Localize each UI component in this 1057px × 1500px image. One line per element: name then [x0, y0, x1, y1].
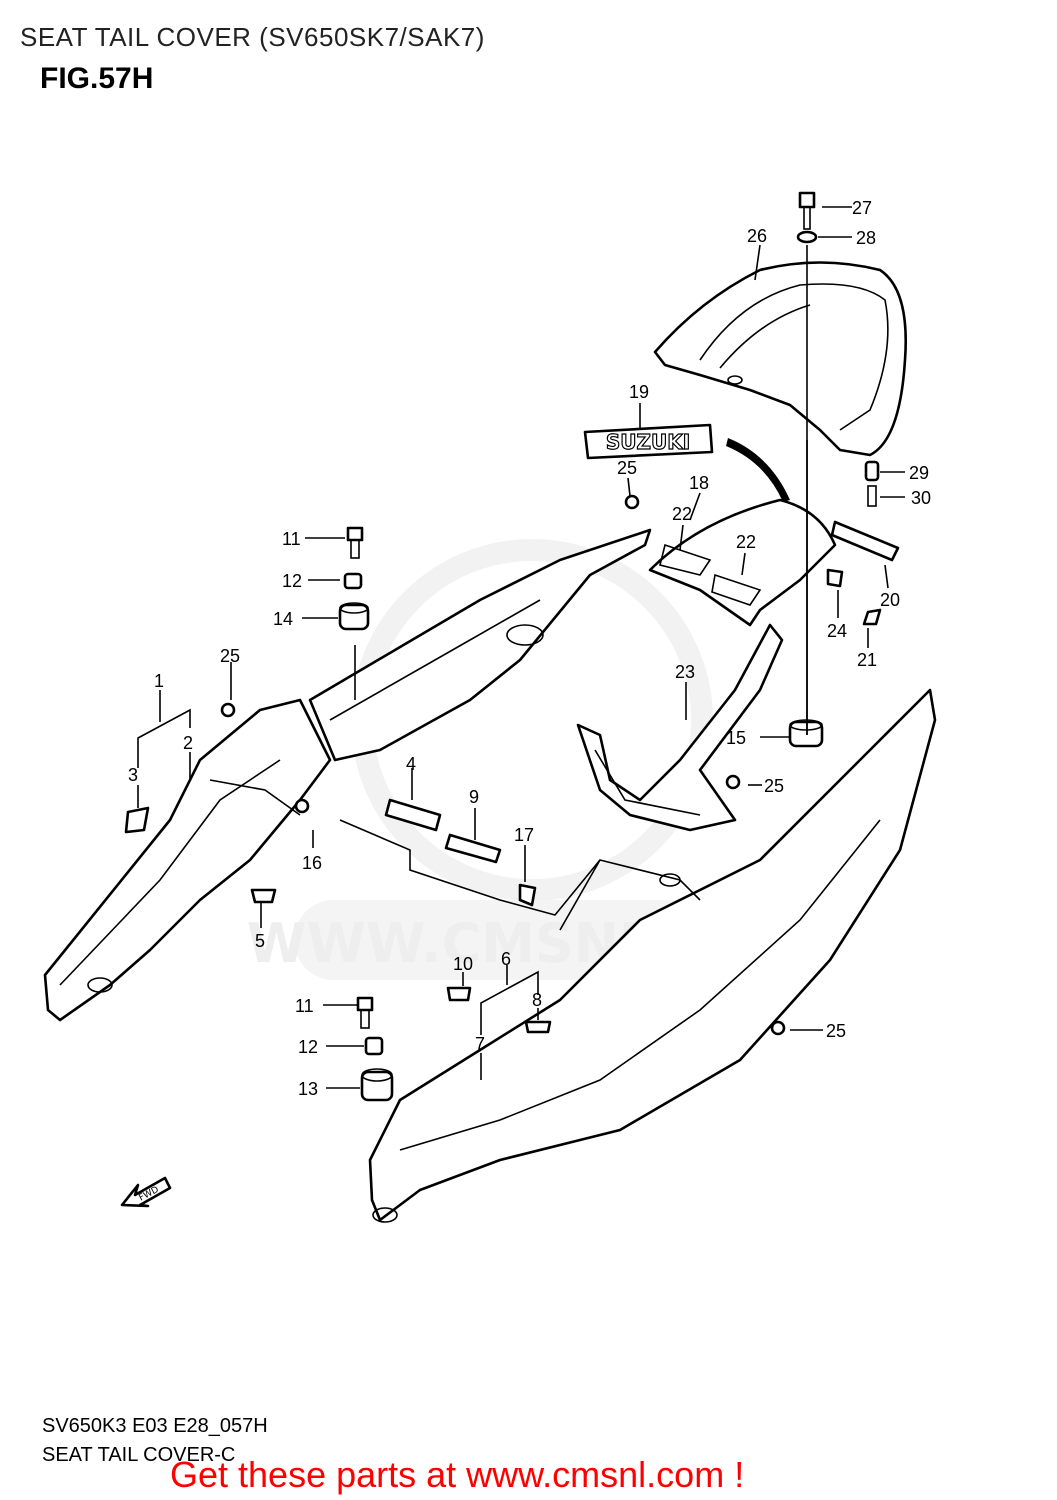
seat-center-cover-part [648, 498, 837, 627]
callout-4: 4 [406, 754, 416, 774]
grab-rail-part [653, 261, 907, 457]
callout-20: 20 [880, 590, 900, 610]
callout-24: 24 [827, 621, 847, 641]
diagram-name: SEAT TAIL COVER-C [42, 1444, 236, 1466]
callout-7: 7 [475, 1034, 485, 1054]
callout-25-b: 25 [220, 646, 240, 666]
diagram-code: SV650K3 E03 E28_057H [42, 1415, 268, 1437]
callout-11-b: 11 [295, 996, 314, 1016]
callout-16: 16 [302, 853, 322, 873]
callout-22-a: 22 [672, 504, 692, 524]
callout-6: 6 [501, 949, 511, 969]
leader-lines [137, 206, 905, 1089]
callout-21: 21 [857, 650, 877, 670]
callout-30: 30 [911, 488, 931, 508]
suzuki-emblem-part: SUZUKI [583, 423, 714, 460]
callout-25-d: 25 [826, 1021, 846, 1041]
suzuki-logo-text: SUZUKI [606, 430, 690, 454]
callout-27: 27 [852, 198, 872, 218]
hardware-parts [124, 191, 900, 1102]
callout-8: 8 [532, 990, 542, 1010]
callout-25-c: 25 [764, 776, 784, 796]
callout-25-a: 25 [617, 458, 637, 478]
callout-11-a: 11 [282, 529, 301, 549]
callout-19: 19 [629, 382, 649, 402]
parts-link[interactable]: Get these parts at www.cmsnl.com ! [170, 1454, 745, 1495]
callout-1: 1 [154, 671, 164, 691]
callout-9: 9 [469, 787, 479, 807]
callout-15: 15 [726, 728, 746, 748]
callout-13: 13 [298, 1079, 318, 1099]
callout-29: 29 [909, 463, 929, 483]
callout-17: 17 [514, 825, 534, 845]
callout-2: 2 [183, 733, 193, 753]
tail-frame-part [308, 528, 652, 762]
callout-18: 18 [689, 473, 709, 493]
support-rod [339, 819, 601, 916]
callout-26: 26 [747, 226, 767, 246]
callout-23: 23 [675, 662, 695, 682]
left-side-cover-part [43, 698, 332, 1022]
fwd-arrow: FWD [120, 1176, 172, 1208]
callout-12-a: 12 [282, 571, 302, 591]
callout-10: 10 [453, 954, 473, 974]
page-title: SEAT TAIL COVER (SV650SK7/SAK7) [20, 22, 485, 52]
inner-tray-part [576, 623, 784, 832]
parts-diagram: WWW.CMSNL.COM SUZUKI [43, 191, 937, 1223]
callout-22-b: 22 [736, 532, 756, 552]
right-side-cover-part [368, 688, 937, 1223]
callout-numbers: 27 28 26 19 29 30 25 18 22 22 20 24 21 1… [128, 198, 931, 1099]
callout-3: 3 [128, 765, 138, 785]
figure-label: FIG.57H [40, 62, 154, 95]
callout-14: 14 [273, 609, 293, 629]
callout-28: 28 [856, 228, 876, 248]
callout-12-b: 12 [298, 1037, 318, 1057]
callout-5: 5 [255, 931, 265, 951]
